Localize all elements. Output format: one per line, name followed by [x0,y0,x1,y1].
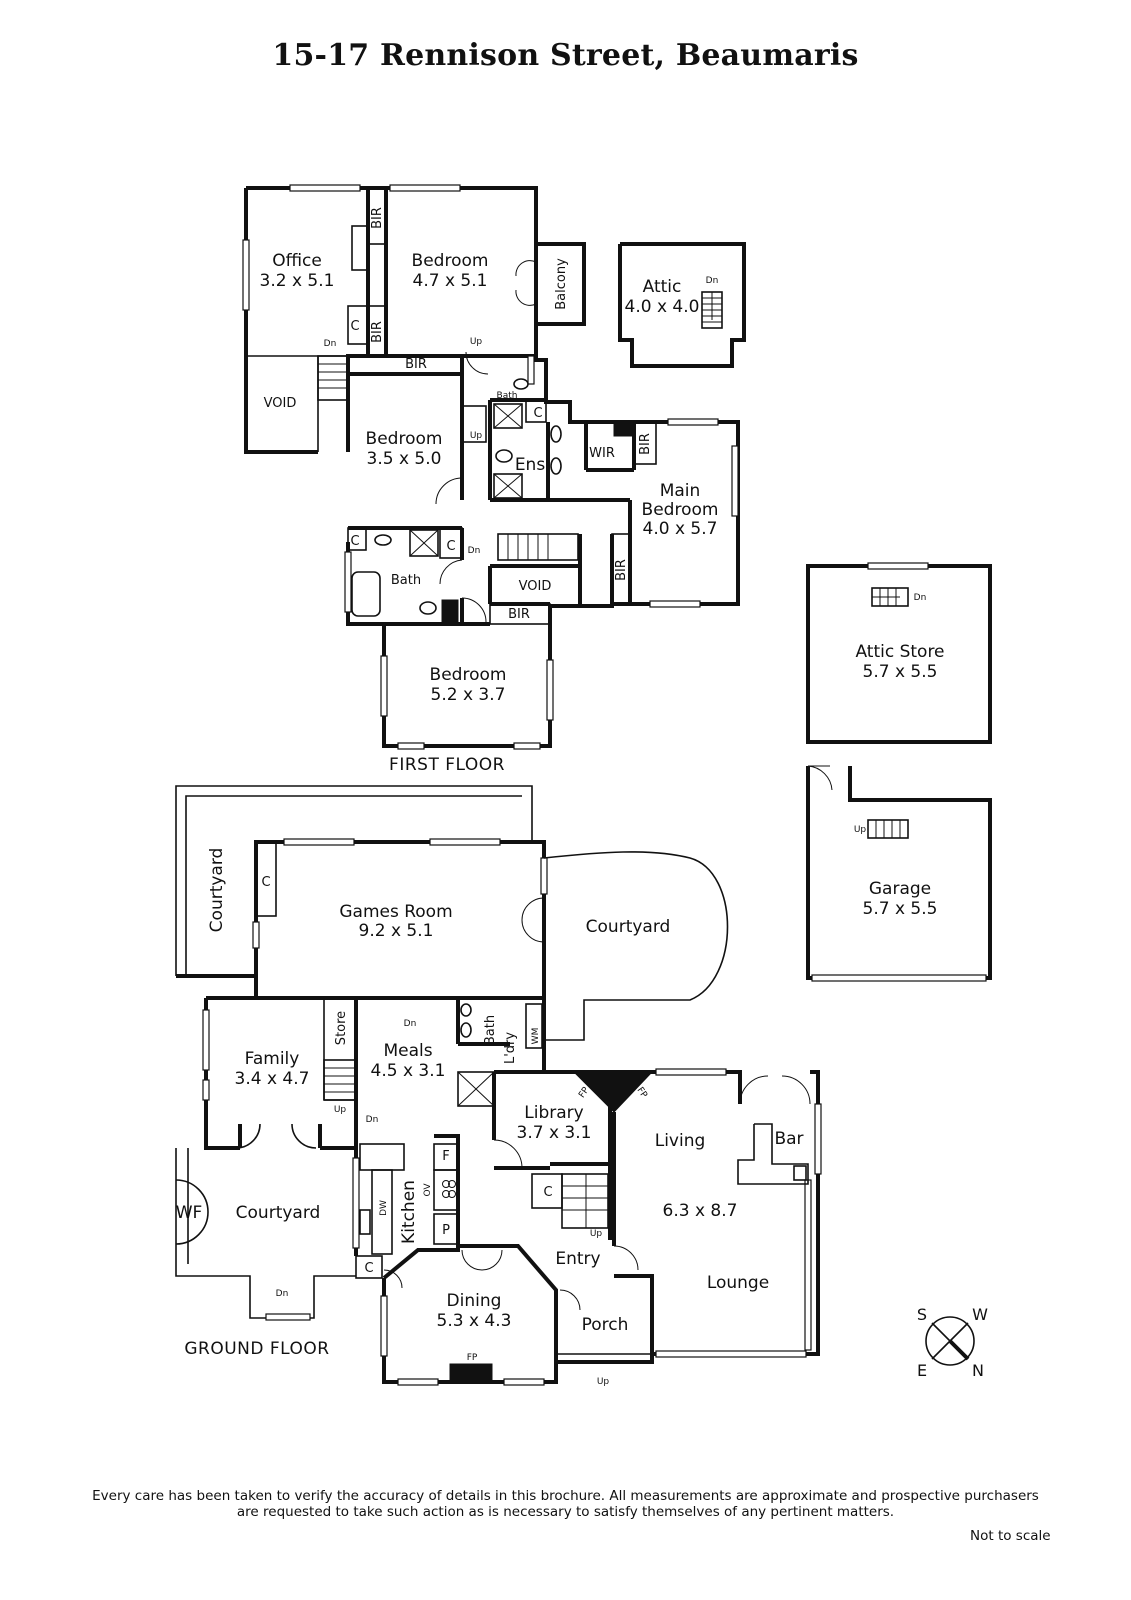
fp-label-dining: FP [467,1353,478,1363]
room-name-office: Office [272,251,322,271]
first-floor-plan [242,184,746,750]
laundry-label: L'dry [503,1032,518,1064]
room-dims-bedroom-top: 4.7 x 5.1 [413,271,488,291]
dishwasher-label: DW [379,1200,389,1216]
porch-label: Porch [582,1315,629,1335]
wm-label: WM [531,1028,541,1045]
c-label-office: C [350,319,359,334]
ensuite-label: Ens [515,455,546,475]
room-name-living: Living [655,1131,706,1151]
room-dims-living-lounge: 6.3 x 8.7 [663,1201,738,1221]
room-name-lounge: Lounge [707,1273,769,1293]
kitchen-label: Kitchen [399,1180,419,1244]
room-dims-dining: 5.3 x 4.3 [437,1311,512,1331]
bir-label-wir: BIR [638,433,653,455]
room-name-library: Library [524,1103,583,1123]
bath-label-small: Bath [497,391,518,401]
c-label-bath: C [350,534,359,549]
room-dims-garage: 5.7 x 5.5 [863,899,938,919]
bar-label: Bar [774,1129,803,1149]
scale-note: Not to scale [970,1528,1051,1544]
oven-label: OV [423,1183,433,1197]
first-floor-label: FIRST FLOOR [389,755,505,775]
fridge-label: F [442,1149,449,1164]
outbuilding-labels: Dn Attic Store 5.7 x 5.5 Up Garage 5.7 x… [854,593,945,919]
disclaimer-line-1: Every care has been taken to verify the … [92,1488,1039,1504]
room-dims-attic: 4.0 x 4.0 [625,297,700,317]
room-dims-main-bedroom: 4.0 x 5.7 [643,519,718,539]
property-title: 15-17 Rennison Street, Beaumaris [272,38,859,73]
up-label-entry-stair: Up [590,1229,603,1239]
room-name-games-room: Games Room [339,902,452,922]
up-label-porch: Up [597,1377,610,1387]
pantry-label: P [442,1223,450,1238]
entry-label: Entry [555,1249,600,1269]
room-name-attic-store: Attic Store [855,642,944,662]
room-name-family: Family [245,1049,300,1069]
room-dims-meals: 4.5 x 3.1 [371,1061,446,1081]
dn-label-family: Dn [366,1115,379,1125]
store-label: Store [334,1011,349,1045]
up-label-mid: Up [470,431,483,441]
disclaimer-line-2: are requested to take such action as is … [236,1504,895,1520]
c-label-hall: C [446,539,455,554]
room-dims-library: 3.7 x 3.1 [517,1123,592,1143]
bir-label-bedroom-mid: BIR [405,357,427,372]
wood-fire-label: WF [176,1203,203,1223]
c-label-kitchen: C [364,1261,373,1276]
compass-rose: S W E N [917,1305,988,1380]
room-name-garage: Garage [869,879,931,899]
bath-label-ground: Bath [483,1015,498,1045]
courtyard-label-family: Courtyard [236,1203,321,1223]
room-name-attic: Attic [643,277,682,297]
room-dims-family: 3.4 x 4.7 [235,1069,310,1089]
void-label-office: VOID [264,396,297,411]
bir-label-main: BIR [614,559,629,581]
bath-label-first: Bath [391,573,421,588]
attic-dn-label: Dn [706,276,719,286]
up-label-family: Up [334,1105,347,1115]
garage-up-label: Up [854,825,867,835]
room-dims-games-room: 9.2 x 5.1 [359,921,434,941]
disclaimer: Every care has been taken to verify the … [0,1488,1131,1520]
attic-store-dn-label: Dn [914,593,927,603]
first-floor-labels: Office 3.2 x 5.1 Bedroom 4.7 x 5.1 Attic… [260,207,719,775]
ground-floor-label: GROUND FLOOR [184,1339,329,1359]
room-name-bedroom-bottom: Bedroom [430,665,507,685]
outbuilding-plan [806,562,992,982]
void-label-stair: VOID [519,579,552,594]
bir-label-hall: BIR [508,607,530,622]
room-dims-bedroom-bottom: 5.2 x 3.7 [431,685,506,705]
c-label-library: C [543,1185,552,1200]
room-name-dining: Dining [447,1291,502,1311]
courtyard-label-games-left: Courtyard [207,848,227,933]
bir-label-office: BIR [370,321,385,343]
compass-e-label: E [917,1361,927,1380]
room-dims-office: 3.2 x 5.1 [260,271,335,291]
dn-label-games: Dn [404,1019,417,1029]
room-dims-attic-store: 5.7 x 5.5 [863,662,938,682]
c-label-ens: C [533,406,542,421]
room-dims-bedroom-mid: 3.5 x 5.0 [367,449,442,469]
bir-label-top: BIR [370,207,385,229]
dn-label-office: Dn [324,339,337,349]
courtyard-label-games-right: Courtyard [586,917,671,937]
room-name-bedroom-top: Bedroom [412,251,489,271]
room-name-bedroom-mid: Bedroom [366,429,443,449]
room-name-main-bedroom: Bedroom [642,500,719,520]
room-name-meals: Meals [383,1041,432,1061]
c-label-games: C [261,875,270,890]
dn-label-courtyard: Dn [276,1289,289,1299]
ground-floor-labels: Games Room 9.2 x 5.1 C Courtyard Courtya… [176,848,804,1387]
balcony-label: Balcony [554,258,569,310]
wir-label: WIR [589,446,615,461]
room-name-main: Main [660,481,701,501]
compass-n-label: N [972,1361,984,1380]
compass-s-label: S [917,1305,927,1324]
up-label-top: Up [470,337,483,347]
compass-w-label: W [972,1305,988,1324]
ground-floor-plan [175,785,822,1386]
dn-label-stair: Dn [468,546,481,556]
